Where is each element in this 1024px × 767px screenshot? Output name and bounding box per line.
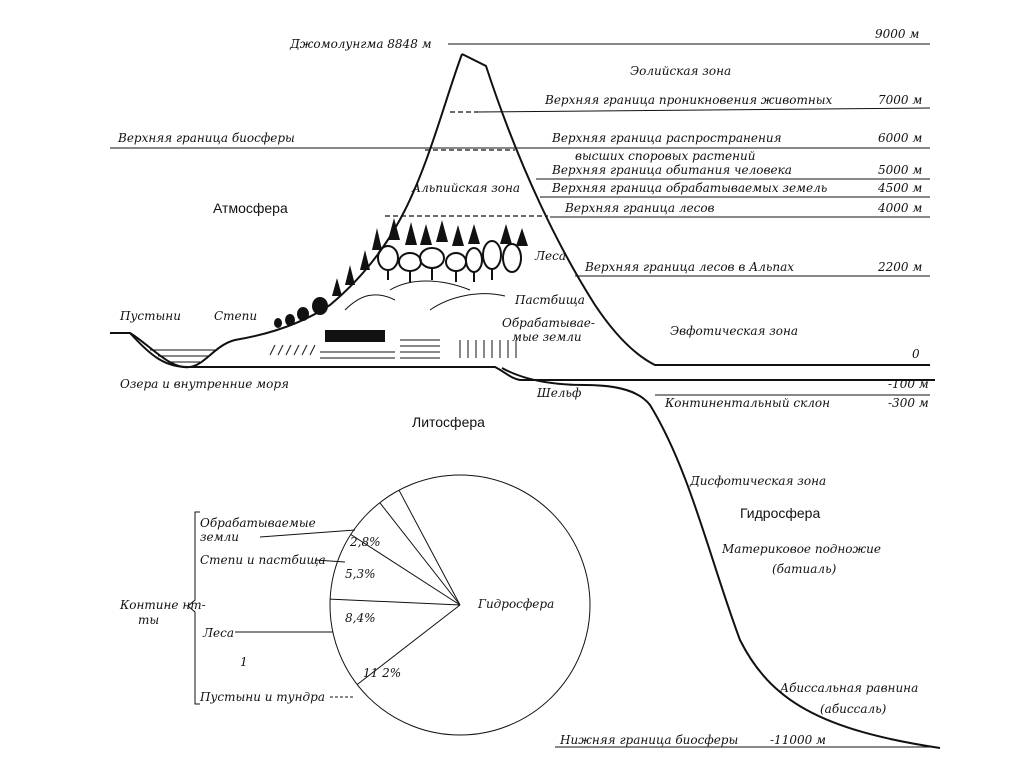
- slice-label-steppes: Степи и пастбища: [200, 553, 326, 567]
- pie-slice-boundary-2: [350, 534, 461, 606]
- slice-label-cultivated-2: земли: [200, 530, 239, 544]
- steppes-label: Степи: [214, 309, 257, 323]
- dysphotic-zone-label: Дисфотическая зона: [689, 474, 826, 488]
- slice-label-cultivated-1: Обрабатываемые: [200, 516, 316, 530]
- stray-mark: 1: [240, 655, 248, 669]
- pasture-hill-2: [429, 293, 506, 311]
- alt-value-2200: 2200 м: [877, 260, 922, 274]
- cultivated-field-dark: [325, 330, 385, 342]
- abyssal-plain-label: Абиссальная равнина: [779, 681, 918, 695]
- alt-value-4500: 4500 м: [877, 181, 922, 195]
- lakes-label: Озера и внутренние моря: [120, 377, 289, 391]
- slice-value-steppes: 5,3%: [345, 567, 376, 581]
- alt-label-6000-2: высших споровых растений: [575, 149, 755, 163]
- slice-value-forests: 8,4%: [345, 611, 376, 625]
- sea-level-value: 0: [912, 347, 920, 361]
- cultivated-label-1: Обрабатывае-: [502, 316, 595, 330]
- alt-value-6000: 6000 м: [878, 131, 922, 145]
- pie-slice-boundary-4: [356, 604, 461, 685]
- alt-value-4000: 4000 м: [877, 201, 922, 215]
- depth-100-value: -100 м: [888, 377, 929, 391]
- slice-label-forests: Леса: [202, 626, 234, 640]
- biosphere-upper-label: Верхняя граница биосферы: [117, 131, 295, 145]
- continents-label-1: Контине нт-: [119, 598, 206, 612]
- cultivated-field-hatch: [269, 339, 517, 359]
- deserts-label: Пустыни: [119, 309, 181, 323]
- alt-label-7000: Верхняя граница проникновения животных: [544, 93, 833, 107]
- leader-cultivated: [259, 529, 356, 538]
- alt-value-9000: 9000 м: [875, 27, 919, 41]
- peak-label: Джомолунгма 8848 м: [289, 37, 432, 51]
- continental-slope: [501, 367, 941, 749]
- cultivated-label-2: мые земли: [512, 330, 582, 344]
- alt-value-7000: 7000 м: [878, 93, 922, 107]
- alt-label-2200: Верхняя граница лесов в Альпах: [584, 260, 794, 274]
- aeolian-zone-label: Эолийская зона: [630, 64, 731, 78]
- alt-label-4500: Верхняя граница обрабатываемых земель: [551, 181, 827, 195]
- slice-value-cultivated: 2,8%: [349, 535, 381, 549]
- euphotic-zone-label: Эвфотическая зона: [670, 324, 798, 338]
- forest-illustration: [274, 218, 528, 328]
- pie-slice-boundary-3: [330, 598, 461, 606]
- pie-hydrosphere-label: Гидросфера: [477, 597, 554, 611]
- line-7000: [475, 107, 931, 113]
- leader-steppes: [314, 559, 346, 563]
- pasture-hill-1: [389, 280, 471, 291]
- alt-label-5000: Верхняя граница обитания человека: [551, 163, 792, 177]
- pastures-label: Пастбища: [514, 293, 585, 307]
- pie-outline: [329, 474, 591, 736]
- atmosphere-label: Атмосфера: [213, 200, 288, 216]
- slice-value-deserts: 11 2%: [363, 666, 401, 680]
- sea-level-line: [129, 332, 935, 381]
- surface-pie-chart: [329, 474, 591, 736]
- pie-slice-boundary-1: [379, 502, 461, 606]
- continental-foot-label: Материковое подножие: [721, 542, 881, 556]
- alt-label-6000: Верхняя граница распространения: [551, 131, 782, 145]
- abyssal-label: (абиссаль): [820, 702, 887, 716]
- continental-slope-label: Континентальный склон: [664, 396, 830, 410]
- forests-label: Леса: [534, 249, 566, 263]
- biosphere-lower-value: -11000 м: [770, 733, 826, 747]
- alt-label-4000: Верхняя граница лесов: [564, 201, 715, 215]
- lithosphere-label: Литосфера: [412, 414, 485, 430]
- pasture-hill-3: [344, 294, 396, 311]
- slice-label-deserts: Пустыни и тундра: [199, 690, 325, 704]
- depth-300-value: -300 м: [888, 396, 929, 410]
- shelf-label: Шельф: [536, 386, 581, 400]
- alpine-zone-label: Альпийская зона: [411, 181, 520, 195]
- bathyal-label: (батиаль): [772, 562, 837, 576]
- pie-slice-boundary-0: [398, 489, 461, 606]
- continents-bracket: [187, 511, 200, 705]
- continents-label-2: ты: [138, 613, 159, 627]
- alt-value-5000: 5000 м: [878, 163, 922, 177]
- hydrosphere-label: Гидросфера: [740, 505, 820, 521]
- mountain-right-slope: [461, 53, 930, 366]
- biosphere-lower-label: Нижняя граница биосферы: [559, 733, 738, 747]
